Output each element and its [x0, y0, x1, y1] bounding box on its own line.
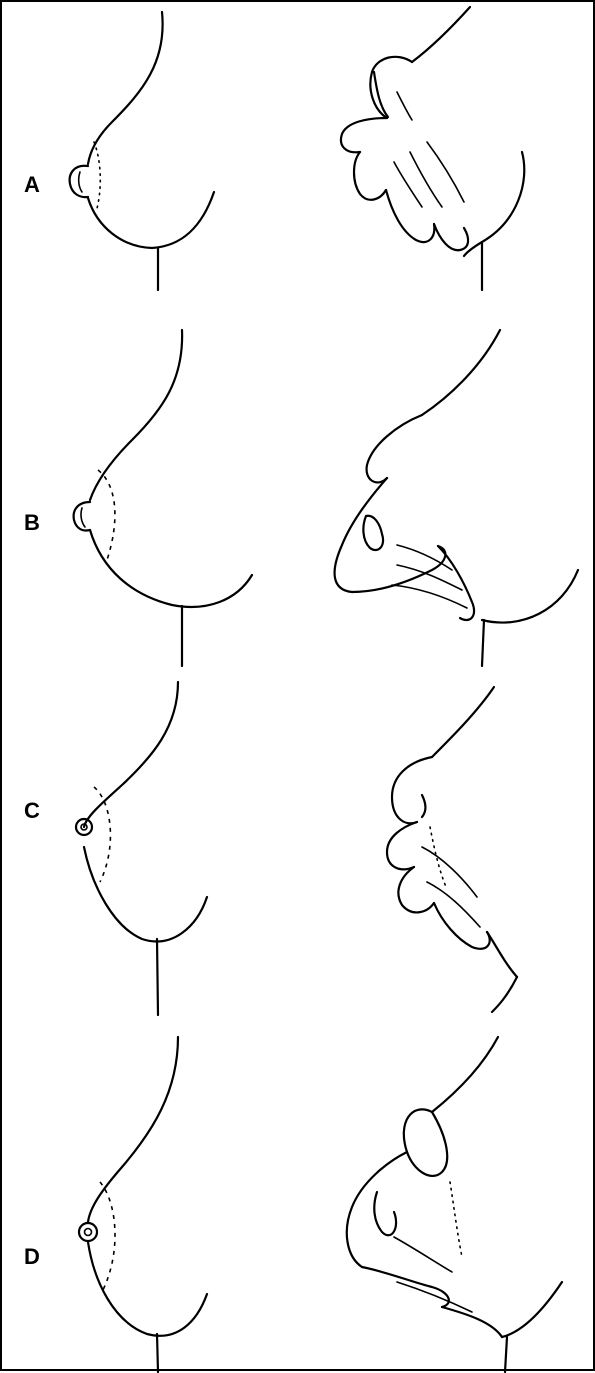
- hand-d: [347, 1109, 502, 1337]
- areola-outline-a: [94, 142, 100, 212]
- panel-c-drawing: [2, 677, 593, 1022]
- areola-outline-b: [98, 470, 115, 560]
- breast-profile-hand-b: [422, 330, 578, 666]
- nipple-b: [74, 502, 90, 531]
- breast-profile-d: [88, 1037, 207, 1372]
- breast-profile-b: [90, 330, 252, 666]
- panel-c: C: [2, 677, 593, 1022]
- hand-c: [387, 757, 517, 977]
- panel-b-drawing: [2, 320, 593, 672]
- hand-a: [341, 57, 468, 250]
- nipple-a: [70, 166, 88, 197]
- breast-profile-hand-c: [432, 687, 517, 1012]
- breast-profile-hand-d: [432, 1037, 562, 1372]
- areola-outline-d: [100, 1182, 115, 1292]
- hand-b: [335, 415, 474, 620]
- panel-a: A: [2, 2, 593, 302]
- panel-b: B: [2, 320, 593, 672]
- breast-profile-hand-a: [412, 7, 524, 290]
- breast-profile-a: [88, 12, 214, 290]
- nipple-d: [79, 1223, 97, 1241]
- panel-a-drawing: [2, 2, 593, 302]
- breast-profile-c: [84, 682, 207, 1015]
- panel-d-drawing: [2, 1032, 593, 1373]
- areola-outline-c: [94, 787, 110, 882]
- panel-d: D: [2, 1032, 593, 1373]
